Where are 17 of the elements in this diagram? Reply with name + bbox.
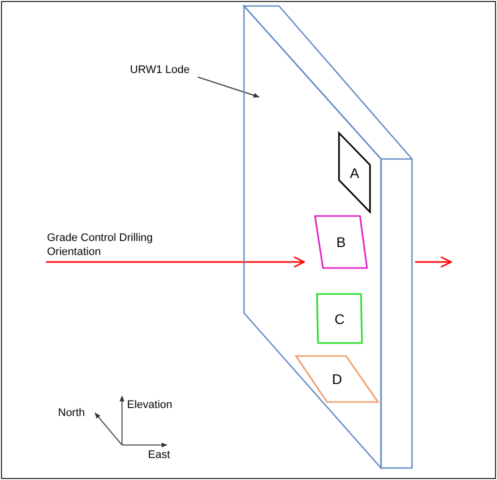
lode-label: URW1 Lode [130,64,190,76]
block-letter: C [334,310,345,326]
direction-label: North [58,407,85,419]
block-outline [316,293,363,344]
leader-line [197,76,260,98]
block-letter: B [336,234,346,250]
direction-label: East [148,449,170,461]
block-letter: A [350,164,360,180]
lode-slab-drawing [243,5,414,469]
block-outline [295,355,379,403]
block-outline [314,215,368,269]
block-letter: D [332,371,342,387]
block-outline [338,132,371,213]
direction-label: Elevation [127,399,172,411]
edge-label: Grade Control Drilling Orientation [47,231,154,259]
arrow [46,256,305,268]
arrow [415,256,452,268]
